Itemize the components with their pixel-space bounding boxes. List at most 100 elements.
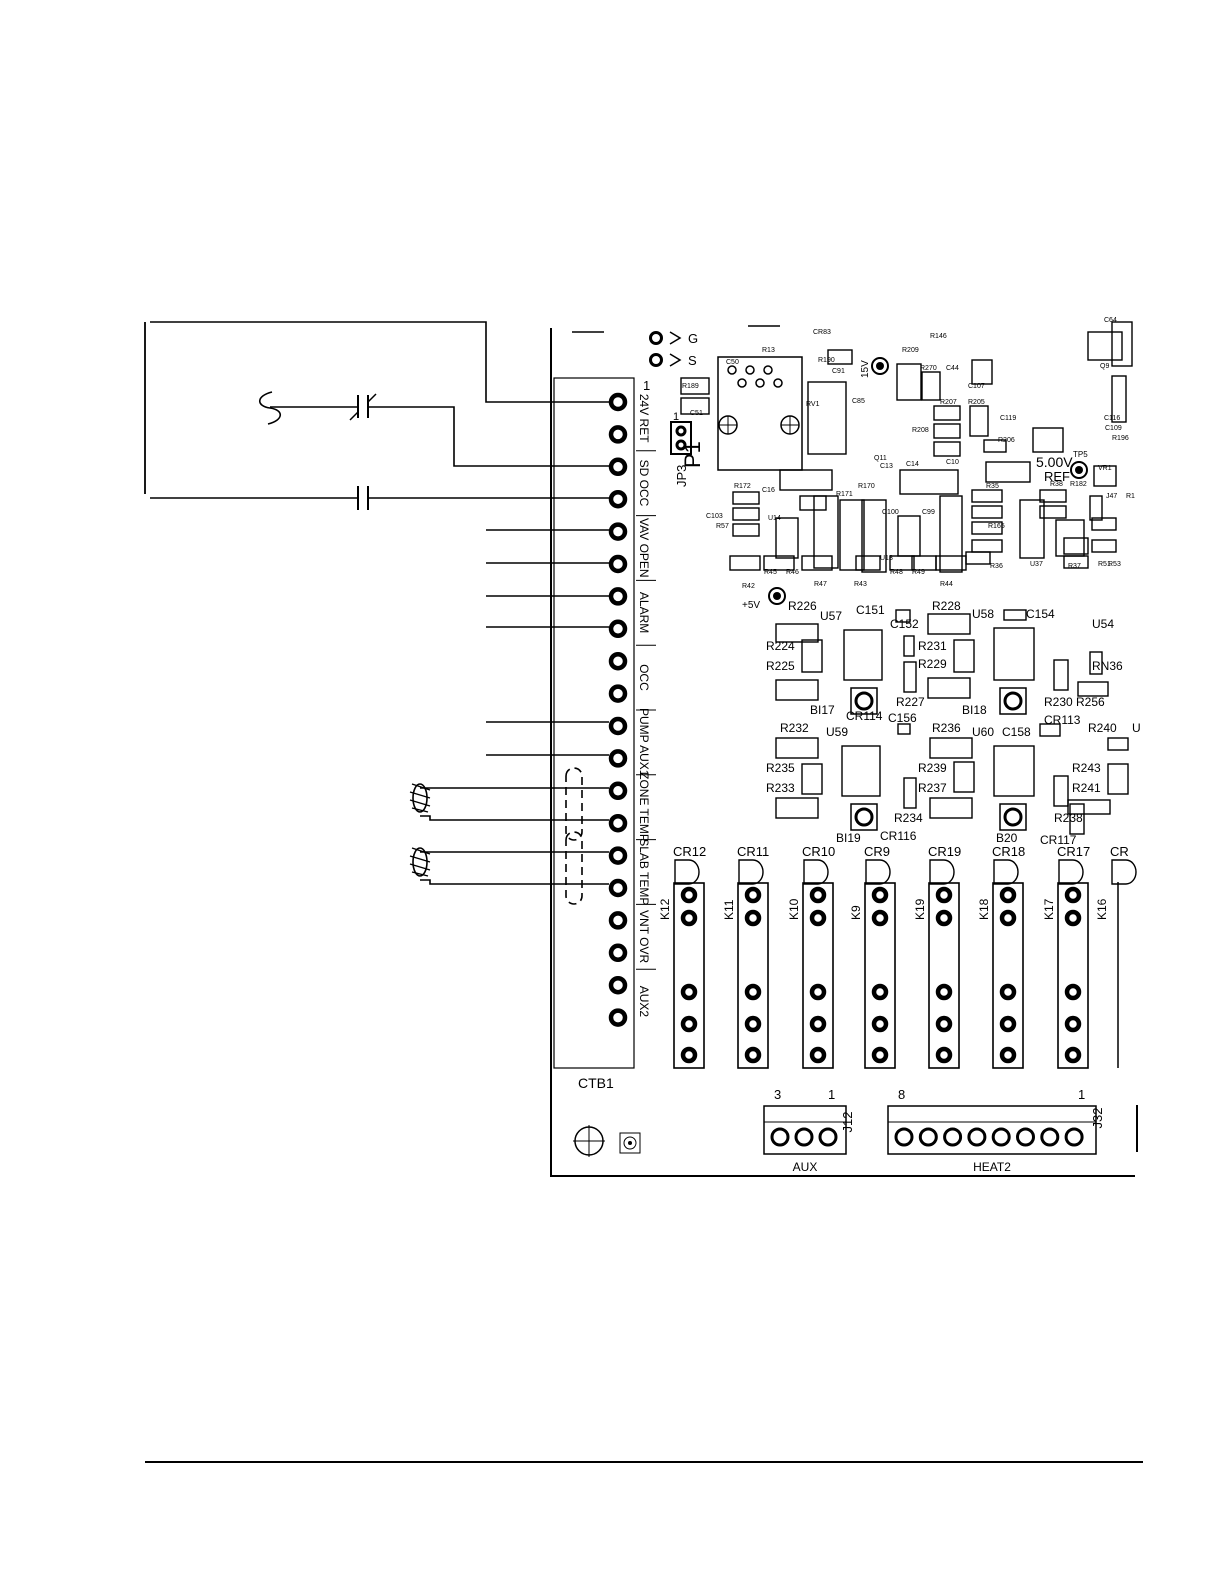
connector-name: AUX [793,1160,818,1174]
tp5-label: TP5 [1073,450,1088,459]
relay-pin [809,1046,827,1064]
smd-footprint [775,517,799,559]
terminal-group-label: VAV OPEN [637,518,651,578]
component-label: CR114 [846,709,883,723]
smd-footprint [732,507,760,521]
component-label: R57 [716,523,729,530]
smd-footprint [801,555,833,571]
component-footprint [953,639,975,673]
diode-footprint [1111,859,1137,885]
component-label: C107 [968,383,985,390]
fuse-icon [258,391,282,425]
component-footprint [1107,763,1129,795]
component-label: C91 [832,368,845,375]
connector-pin [918,1127,938,1147]
relay-pin [935,983,953,1001]
connector-pin [894,1127,914,1147]
component-label: R256 [1076,695,1105,709]
component-label: VR1 [1098,465,1112,472]
connector-p1-body [717,356,803,471]
component-label: R190 [818,357,835,364]
component-footprint [895,609,911,623]
component-label: U60 [972,725,994,739]
connector-body [763,1105,847,1155]
relay-pin [680,983,698,1001]
terminal-group-label: AUX2 [637,986,651,1018]
arrow-icon [669,353,682,367]
smd-footprint [861,499,887,573]
component-label: R53 [1108,561,1121,568]
smd-footprint [779,469,833,491]
component-label: R1 [1126,493,1135,500]
switch-footprint [850,687,878,715]
smd-footprint [680,397,710,415]
smd-footprint [985,461,1031,483]
diode-footprint [865,859,891,885]
component-label: C156 [888,711,917,725]
component-footprint [927,677,971,699]
terminal-group-label: SD OCC [637,460,651,507]
pin-hole [755,378,765,388]
test-point-label: 15V [860,360,871,378]
smd-footprint [855,555,881,571]
component-footprint [1077,681,1109,697]
wire-sd-occ [270,406,609,467]
shielded-cable-wire [420,879,609,885]
relay-body [802,882,834,1069]
component-footprint [929,797,973,819]
jumper-pin1: 1 [673,411,679,423]
connector-pin [943,1127,963,1147]
component-footprint [927,613,971,635]
component-label: R42 [742,583,755,590]
terminal-pin [608,651,628,671]
terminal-group-label: ALARM [637,592,651,633]
relay-cr-label: CR10 [802,844,835,859]
component-label: C158 [1002,725,1031,739]
shield-drain-icon [565,767,583,841]
component-label: R171 [836,491,853,498]
relay-pin [871,909,889,927]
test-point-tp7 [768,587,786,605]
switch-pad [1003,691,1023,711]
component-label: R208 [912,427,929,434]
relay-pin [999,909,1017,927]
relay-pin [935,886,953,904]
component-footprint [1107,737,1129,751]
component-footprint [775,737,819,759]
terminal-pin [608,522,628,541]
relay-pin [1064,1046,1082,1064]
component-footprint [775,623,819,643]
relay-pin [999,886,1017,904]
smd-footprint [896,363,922,401]
smd-footprint [799,495,827,511]
component-label: C44 [946,365,959,372]
component-label: C119 [1000,415,1016,422]
relay-pin [680,1015,698,1033]
top-terminal-label: G [688,331,698,346]
component-label: BI18 [962,703,987,717]
component-label: C109 [1105,425,1122,432]
cable-shield-icon [409,783,431,813]
component-label: R230 [1044,695,1073,709]
component-footprint [903,635,915,657]
component-label: C151 [856,603,885,617]
smd-footprint [969,405,989,437]
smd-footprint [933,423,961,439]
smd-footprint [899,469,959,495]
relay-pin [999,983,1017,1001]
component-footprint [1053,775,1069,807]
switch-footprint [850,803,878,831]
component-label: R231 [918,639,947,653]
connector-id: J32 [1090,1108,1105,1129]
relay-body [737,882,769,1069]
relay-k-label: K12 [658,898,672,920]
component-label: R205 [968,399,985,406]
component-label: R36 [990,563,1003,570]
switch-footprint [999,803,1027,831]
shielded-cable-wire [420,815,609,821]
smd-footprint [965,551,991,565]
relay-pin [871,1046,889,1064]
switch-pad [854,691,874,711]
shield-drain-icon [565,831,583,905]
